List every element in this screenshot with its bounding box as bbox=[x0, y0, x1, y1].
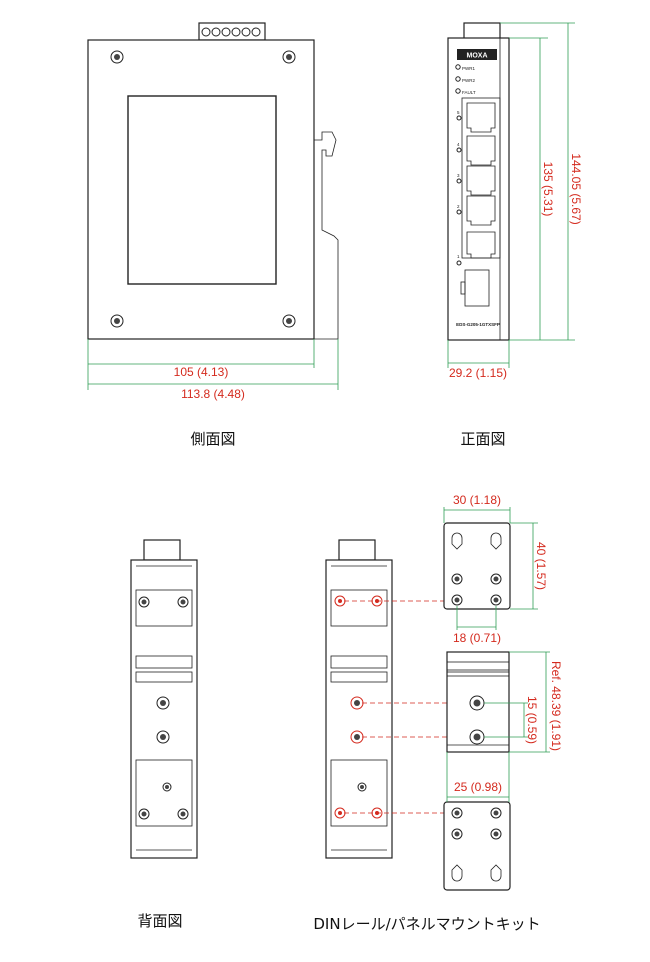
model-label: EDS-G205-1GTXSFP bbox=[456, 322, 500, 327]
caption-side-view: 側面図 bbox=[190, 430, 235, 448]
label-port-5: 5 bbox=[457, 110, 460, 115]
side-view: 105 (4.13) 113.8 (4.48) 側面図 bbox=[87, 22, 339, 448]
rj45-ports bbox=[466, 102, 496, 259]
dim-front-total: 144.05 (5.67) bbox=[569, 153, 583, 224]
din-clip-profile bbox=[314, 131, 339, 340]
label-port-3: 3 bbox=[457, 173, 460, 178]
caption-back-view: 背面図 bbox=[137, 912, 182, 930]
brand-logo bbox=[457, 49, 497, 60]
caption-din-mount: DINレール/パネルマウントキット bbox=[313, 915, 540, 933]
panel-plate-top bbox=[443, 522, 511, 610]
label-port-4: 4 bbox=[457, 142, 460, 147]
brand-text: MOXA bbox=[467, 53, 488, 60]
led-fault bbox=[455, 88, 461, 94]
dim-plate-height: 40 (1.57) bbox=[534, 542, 548, 590]
label-port-2: 2 bbox=[457, 204, 460, 209]
dim-front-width: 29.2 (1.15) bbox=[449, 366, 507, 380]
dim-din-width: 25 (0.98) bbox=[454, 780, 502, 794]
label-pwr1: PWR1 bbox=[462, 66, 475, 71]
led-pwr1 bbox=[455, 64, 461, 70]
side-label-panel bbox=[127, 95, 277, 285]
label-fault: FAULT bbox=[462, 90, 476, 95]
back-view: 背面図 bbox=[130, 539, 198, 930]
dim-din-ref: Ref. 48.39 (1.91) bbox=[549, 661, 563, 751]
back-screws bbox=[138, 596, 189, 820]
dim-side-total: 113.8 (4.48) bbox=[181, 387, 245, 401]
mount-view: 30 (1.18) 40 (1.57) 18 (0.71) Ref. 48.39… bbox=[313, 493, 563, 933]
label-port-1: 1 bbox=[457, 254, 460, 259]
dim-plate-width: 30 (1.18) bbox=[453, 493, 501, 507]
dim-plate-hole: 18 (0.71) bbox=[453, 631, 501, 645]
dim-din-hole: 15 (0.59) bbox=[525, 696, 539, 744]
side-screws bbox=[110, 50, 296, 328]
caption-front-view: 正面図 bbox=[460, 430, 505, 448]
label-pwr2: PWR2 bbox=[462, 78, 475, 83]
led-pwr2 bbox=[455, 76, 461, 82]
terminal-screws bbox=[201, 27, 261, 37]
front-view: MOXA PWR1 PWR2 FAULT 5 4 3 2 1 EDS-G205-… bbox=[447, 22, 583, 448]
dim-front-height: 135 (5.31) bbox=[541, 162, 555, 217]
dim-side-width: 105 (4.13) bbox=[174, 365, 229, 379]
mount-holes bbox=[334, 595, 383, 819]
